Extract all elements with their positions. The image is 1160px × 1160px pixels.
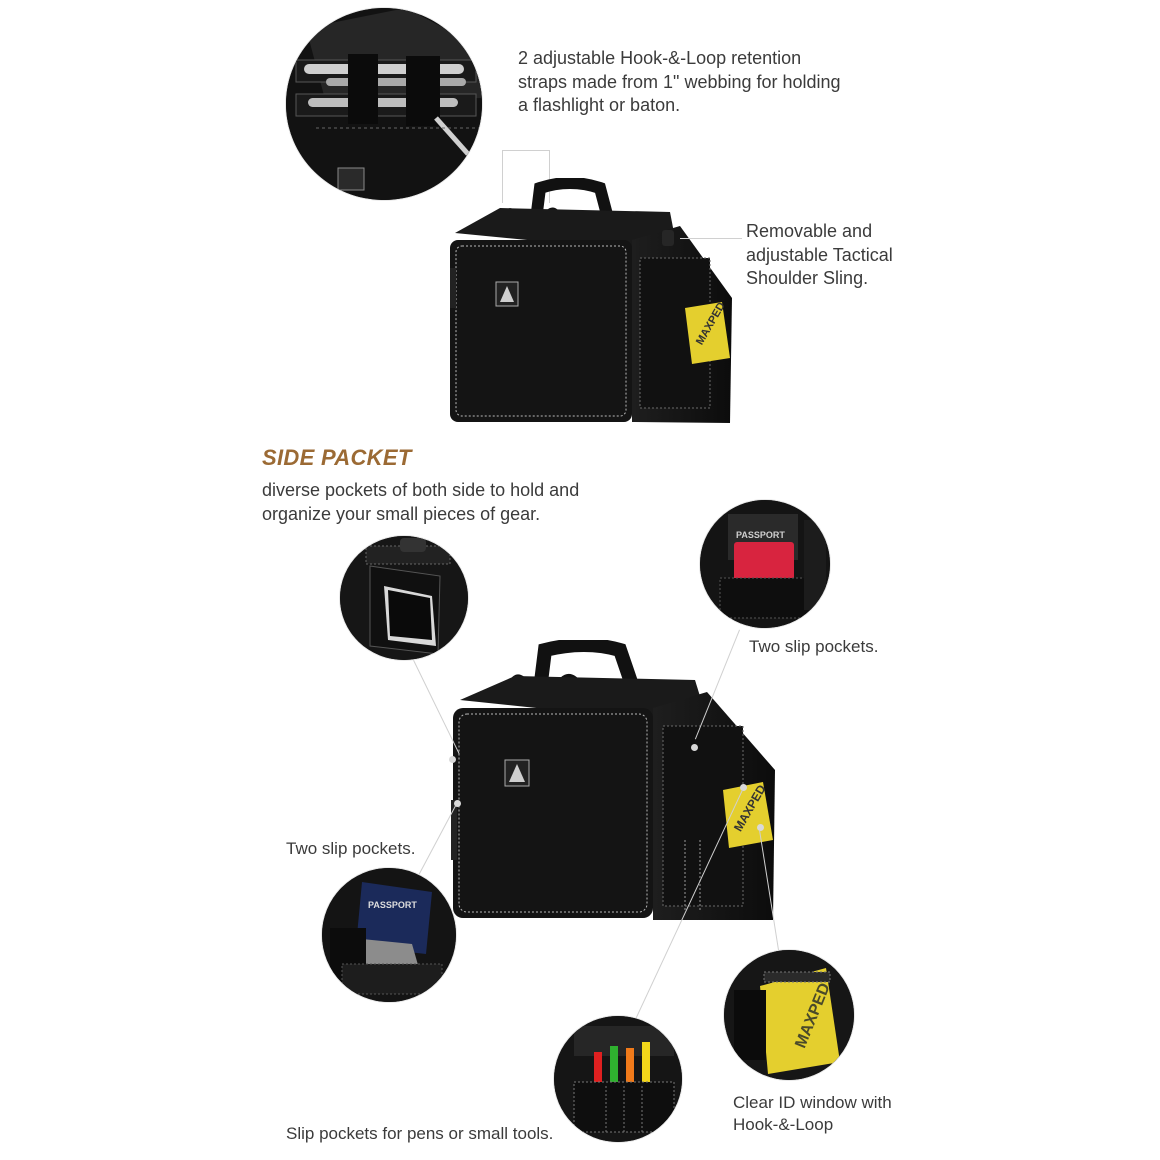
callout-dot	[449, 756, 456, 763]
tactical-bag-main-image: MAXPED	[440, 178, 740, 433]
callout-dot	[757, 824, 764, 831]
pen-pockets-callout: Slip pockets for pens or small tools.	[286, 1124, 554, 1143]
section-title: SIDE PACKET	[262, 445, 412, 470]
shoulder-sling-leader	[680, 238, 742, 239]
callout-dot	[454, 800, 461, 807]
id-window-callout: Clear ID window with Hook-&-Loop	[733, 1093, 892, 1134]
section-description: diverse pockets of both side to hold and…	[262, 480, 580, 524]
slip-pockets-left-callout: Two slip pockets.	[286, 839, 416, 858]
pen-pockets-detail-image	[554, 1016, 682, 1142]
retention-straps-leader	[502, 150, 550, 203]
left-pocket-passport-detail-image: PASSPORT	[322, 868, 456, 1002]
passport-pocket-detail-image: PASSPORT	[700, 500, 830, 628]
svg-text:PASSPORT: PASSPORT	[368, 900, 417, 910]
id-window-detail-image: MAXPED	[724, 950, 854, 1080]
shoulder-sling-callout: Removable and adjustable Tactical Should…	[746, 221, 893, 288]
slip-pockets-right-callout: Two slip pockets.	[749, 637, 879, 656]
callout-dot	[691, 744, 698, 751]
svg-text:PASSPORT: PASSPORT	[736, 530, 785, 540]
callout-dot	[740, 784, 747, 791]
retention-straps-detail-image	[286, 8, 482, 200]
tablet-pocket-detail-image	[340, 536, 468, 660]
tactical-bag-side-image: MAXPED	[445, 640, 785, 930]
retention-straps-callout: 2 adjustable Hook-&-Loop retention strap…	[518, 48, 841, 115]
